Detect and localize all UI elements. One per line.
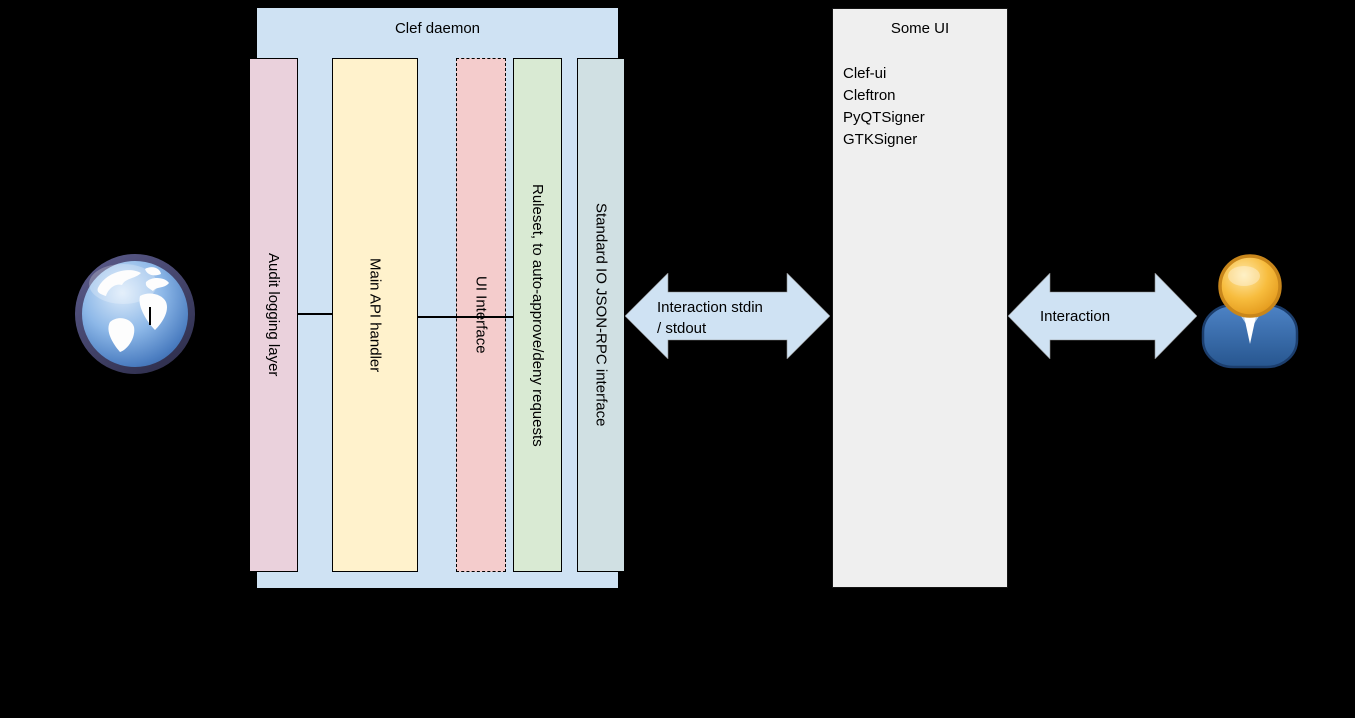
interaction-arrow-label: Interaction — [1040, 308, 1111, 325]
some-ui-title: Some UI — [890, 20, 950, 37]
clef-daemon-box — [257, 8, 618, 588]
arrow1-label-line2: / stdout — [657, 320, 707, 337]
layer-ui-interface: UI Interface — [456, 58, 506, 572]
interaction-arrow — [1008, 273, 1197, 359]
globe-icon — [75, 254, 195, 374]
some-ui-item: GTKSigner — [843, 131, 918, 148]
arrow1-label-line1: Interaction stdin — [657, 299, 763, 316]
interaction-stdio-arrow-label: Interaction stdin / stdout — [657, 297, 763, 339]
layer-ruleset: Ruleset, to auto-approve/deny requests — [513, 58, 562, 572]
some-ui-item: PyQTSigner — [843, 109, 925, 126]
some-ui-item: Clef-ui — [843, 65, 887, 82]
some-ui-item: Cleftron — [843, 87, 896, 104]
interaction-stdio-arrow — [625, 273, 830, 359]
layer-main-api-handler-label: Main API handler — [366, 257, 384, 373]
text-cursor-artifact — [149, 307, 151, 325]
clef-daemon-title: Clef daemon — [394, 20, 481, 37]
layer-stdio-jsonrpc: Standard IO JSON-RPC interface — [577, 58, 625, 572]
layer-main-api-handler: Main API handler — [332, 58, 418, 572]
layer-audit-logging: Audit logging layer — [249, 58, 298, 572]
some-ui-box — [832, 8, 1008, 588]
person-icon — [1201, 254, 1299, 369]
connector-line-audit-to-api — [297, 313, 333, 315]
layer-stdio-jsonrpc-label: Standard IO JSON-RPC interface — [592, 203, 610, 427]
layer-ui-interface-label: UI Interface — [472, 276, 490, 354]
layer-audit-logging-label: Audit logging layer — [265, 253, 282, 377]
some-ui-list: Clef-ui Cleftron PyQTSigner GTKSigner — [843, 63, 1003, 151]
layer-ruleset-label: Ruleset, to auto-approve/deny requests — [529, 183, 546, 447]
connector-line-api-to-ruleset — [417, 316, 514, 318]
